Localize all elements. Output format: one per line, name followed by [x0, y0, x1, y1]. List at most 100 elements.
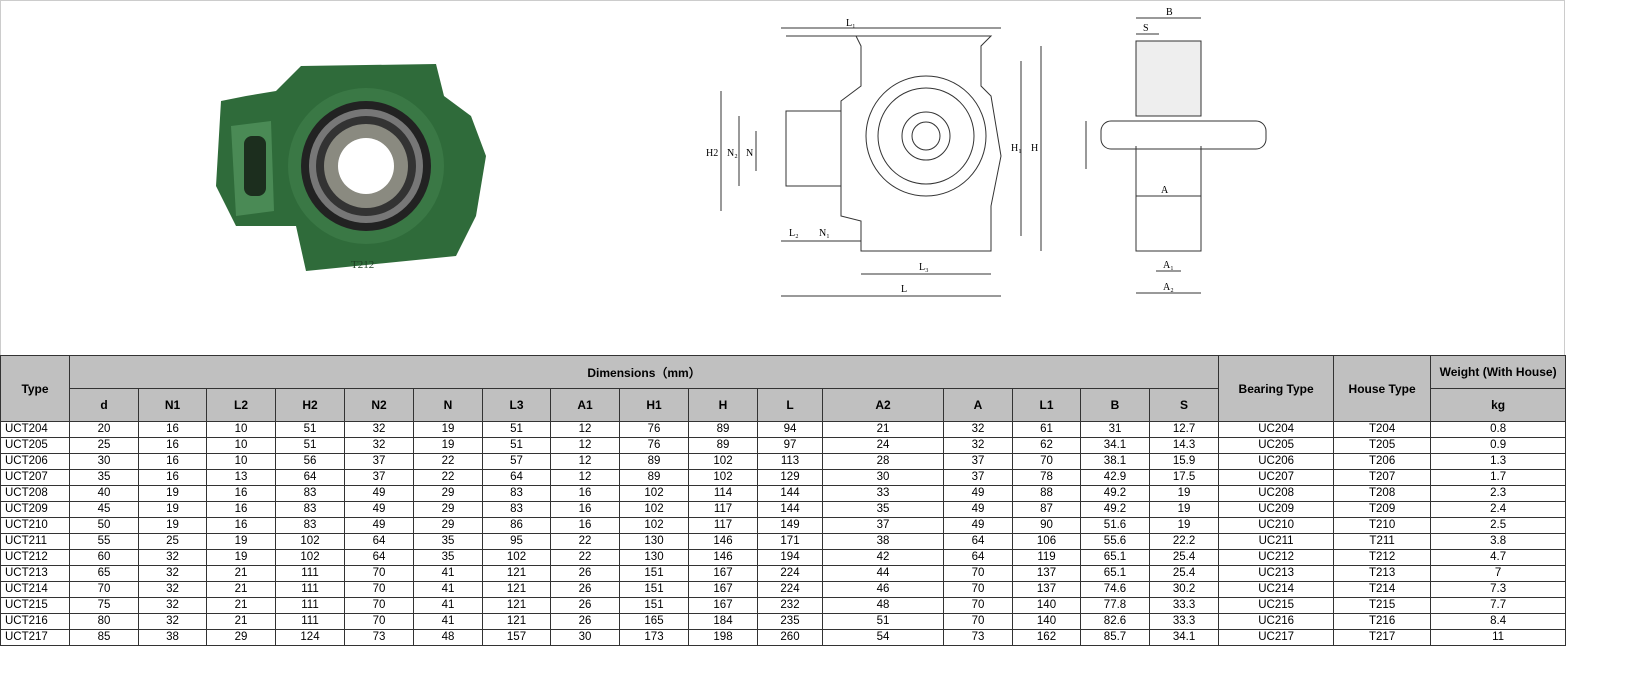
weight-unit-header: kg — [1430, 388, 1567, 422]
table-cell: 167 — [688, 581, 758, 598]
table-cell: 49 — [344, 485, 414, 502]
table-cell: UCT210 — [0, 517, 70, 534]
table-cell: UC210 — [1218, 517, 1335, 534]
table-cell: 60 — [69, 549, 139, 566]
table-cell: T215 — [1333, 597, 1432, 614]
table-cell: T206 — [1333, 453, 1432, 470]
table-cell: 114 — [688, 485, 758, 502]
side-view-drawing: B S d A A₁ A₂ — [1085, 7, 1267, 294]
table-cell: 198 — [688, 629, 758, 646]
table-cell: 151 — [619, 565, 689, 582]
front-view-drawing: L₁ H2 N₂ N L₂ N₁ L₃ L H₁ H — [706, 18, 1042, 297]
table-cell: UCT213 — [0, 565, 70, 582]
table-cell: 16 — [138, 453, 207, 470]
table-cell: 167 — [688, 565, 758, 582]
table-cell: 89 — [619, 469, 689, 486]
table-cell: 70 — [943, 613, 1013, 630]
table-cell: 51 — [822, 613, 944, 630]
table-cell: 121 — [482, 597, 551, 614]
table-cell: 16 — [206, 517, 276, 534]
column-header-a2: A2 — [822, 388, 944, 422]
table-cell: T207 — [1333, 469, 1432, 486]
table-cell: 49 — [344, 501, 414, 518]
table-cell: 37 — [344, 469, 414, 486]
table-cell: 28 — [822, 453, 944, 470]
table-cell: 37 — [943, 469, 1013, 486]
table-cell: 61 — [1012, 421, 1081, 438]
table-cell: UCT204 — [0, 421, 70, 438]
table-cell: 2.5 — [1430, 517, 1567, 534]
table-cell: UCT214 — [0, 581, 70, 598]
table-cell: 70 — [943, 597, 1013, 614]
product-illustration-area: T212 L₁ H2 N₂ N L₂ N₁ L₃ L H₁ H B S d A … — [0, 0, 1565, 355]
table-cell: T213 — [1333, 565, 1432, 582]
table-cell: 224 — [757, 581, 823, 598]
table-cell: T204 — [1333, 421, 1432, 438]
table-cell: 29 — [413, 485, 483, 502]
table-cell: 70 — [1012, 453, 1081, 470]
table-cell: 140 — [1012, 613, 1081, 630]
column-header-l1: L1 — [1012, 388, 1081, 422]
table-cell: 19 — [1148, 485, 1220, 502]
table-cell: 124 — [275, 629, 345, 646]
table-cell: 12.7 — [1148, 421, 1220, 438]
table-cell: 19 — [206, 549, 276, 566]
table-cell: 49 — [344, 517, 414, 534]
table-cell: 19 — [413, 437, 483, 454]
column-header-a: A — [943, 388, 1013, 422]
table-cell: UC205 — [1218, 437, 1335, 454]
label-A2: A₂ — [1163, 282, 1174, 293]
table-cell: 16 — [138, 469, 207, 486]
table-cell: 119 — [1012, 549, 1081, 566]
table-cell: T212 — [1333, 549, 1432, 566]
table-cell: 21 — [206, 613, 276, 630]
label-N: N — [746, 148, 753, 159]
table-cell: 83 — [482, 485, 551, 502]
table-cell: UCT217 — [0, 629, 70, 646]
table-cell: 75 — [69, 597, 139, 614]
table-cell: 26 — [550, 597, 620, 614]
table-cell: 55 — [69, 533, 139, 550]
table-cell: 38.1 — [1080, 453, 1150, 470]
table-cell: 76 — [619, 437, 689, 454]
table-cell: 102 — [275, 549, 345, 566]
column-header-a1: A1 — [550, 388, 620, 422]
table-cell: 171 — [757, 533, 823, 550]
table-cell: 130 — [619, 549, 689, 566]
table-cell: 70 — [344, 565, 414, 582]
table-cell: 35 — [413, 549, 483, 566]
table-cell: 26 — [550, 581, 620, 598]
table-cell: UC207 — [1218, 469, 1335, 486]
table-cell: 102 — [482, 549, 551, 566]
table-cell: 260 — [757, 629, 823, 646]
table-cell: 89 — [619, 453, 689, 470]
table-cell: 94 — [757, 421, 823, 438]
table-cell: 29 — [413, 501, 483, 518]
label-L2: L₂ — [789, 228, 799, 239]
table-cell: 49.2 — [1080, 485, 1150, 502]
table-cell: 113 — [757, 453, 823, 470]
label-N2: N₂ — [727, 148, 738, 159]
table-cell: 34.1 — [1148, 629, 1220, 646]
table-cell: 165 — [619, 613, 689, 630]
table-cell: 65 — [69, 565, 139, 582]
column-header-s: S — [1148, 388, 1220, 422]
table-cell: 35 — [69, 469, 139, 486]
column-header-d: d — [69, 388, 139, 422]
table-cell: 62 — [1012, 437, 1081, 454]
column-header-n: N — [413, 388, 483, 422]
table-cell: UC211 — [1218, 533, 1335, 550]
table-cell: 1.3 — [1430, 453, 1567, 470]
table-cell: UC212 — [1218, 549, 1335, 566]
table-cell: 49.2 — [1080, 501, 1150, 518]
table-cell: 65.1 — [1080, 565, 1150, 582]
table-cell: 11 — [1430, 629, 1567, 646]
table-cell: 149 — [757, 517, 823, 534]
table-cell: 194 — [757, 549, 823, 566]
